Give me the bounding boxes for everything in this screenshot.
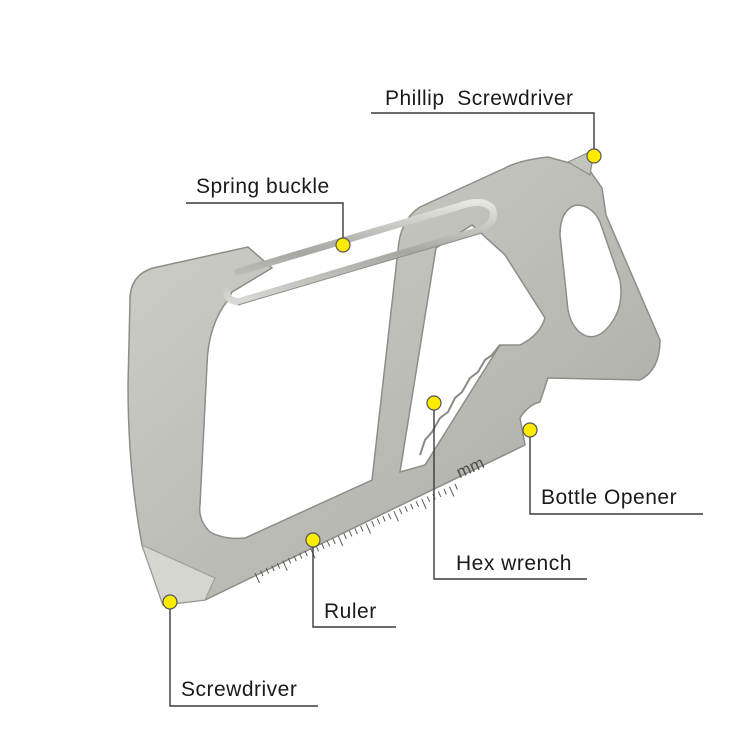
ruler-ticks [254,483,458,584]
leader-bottle [529,430,703,515]
ruler-tick [293,555,297,562]
ruler-tick [437,491,442,498]
ruler-tick [376,518,381,525]
ruler-tick [321,543,325,549]
ruler-tick [448,486,455,497]
label-screwdriver: Screwdriver [181,678,298,701]
leader-ruler [312,540,396,628]
ruler-tick [260,570,264,577]
leader-screwdriver [169,602,318,707]
ruler-tick [421,498,427,510]
label-hex-wrench: Hex wrench [456,552,572,575]
ruler-tick [387,513,392,520]
ruler-tick [393,510,399,522]
ruler-tick [343,533,347,540]
hex-wrench-steps [419,344,501,456]
label-phillip-screwdriver: Phillip Screwdriver [385,87,574,110]
ruler-tick [398,508,403,515]
ruler-tick [326,540,331,547]
screwdriver-bevel [141,544,216,606]
ruler-tick [371,520,375,527]
ruler-tick [415,501,420,508]
ruler-tick [454,483,458,490]
marker-phillip [586,148,602,164]
ruler-tick [271,565,275,572]
spring-wire-shadow [237,232,483,306]
leader-hex [433,402,587,580]
ruler-tick [304,550,308,557]
ruler-tick [348,530,353,537]
ruler-tick [287,557,292,564]
ruler-tick [365,523,372,534]
carabiner-body [127,156,661,606]
ruler-tick [404,506,408,512]
marker-screwdriver [162,594,178,610]
ruler-tick [360,525,364,532]
ruler-tick [354,528,358,535]
leader-spring [186,202,344,244]
ruler-tick [332,538,336,545]
label-ruler: Ruler [324,600,377,623]
marker-bottle [522,422,538,438]
label-bottle-opener: Bottle Opener [541,486,678,509]
leader-phillip [371,112,595,155]
ruler-tick [382,515,386,522]
ruler-tick [254,572,260,584]
ruler-tick [443,488,447,495]
ruler-tick [426,496,431,503]
ruler-tick [337,535,344,547]
label-spring-buckle: Spring buckle [196,175,330,198]
marker-spring [335,237,351,253]
ruler-tick [282,560,288,571]
spring-wire [223,199,497,306]
marker-ruler [305,532,321,548]
ruler-tick [265,567,270,574]
marker-hex [426,395,442,411]
ruler-tick [298,552,303,559]
ruler-tick [410,503,414,510]
ruler-tick [276,562,281,569]
